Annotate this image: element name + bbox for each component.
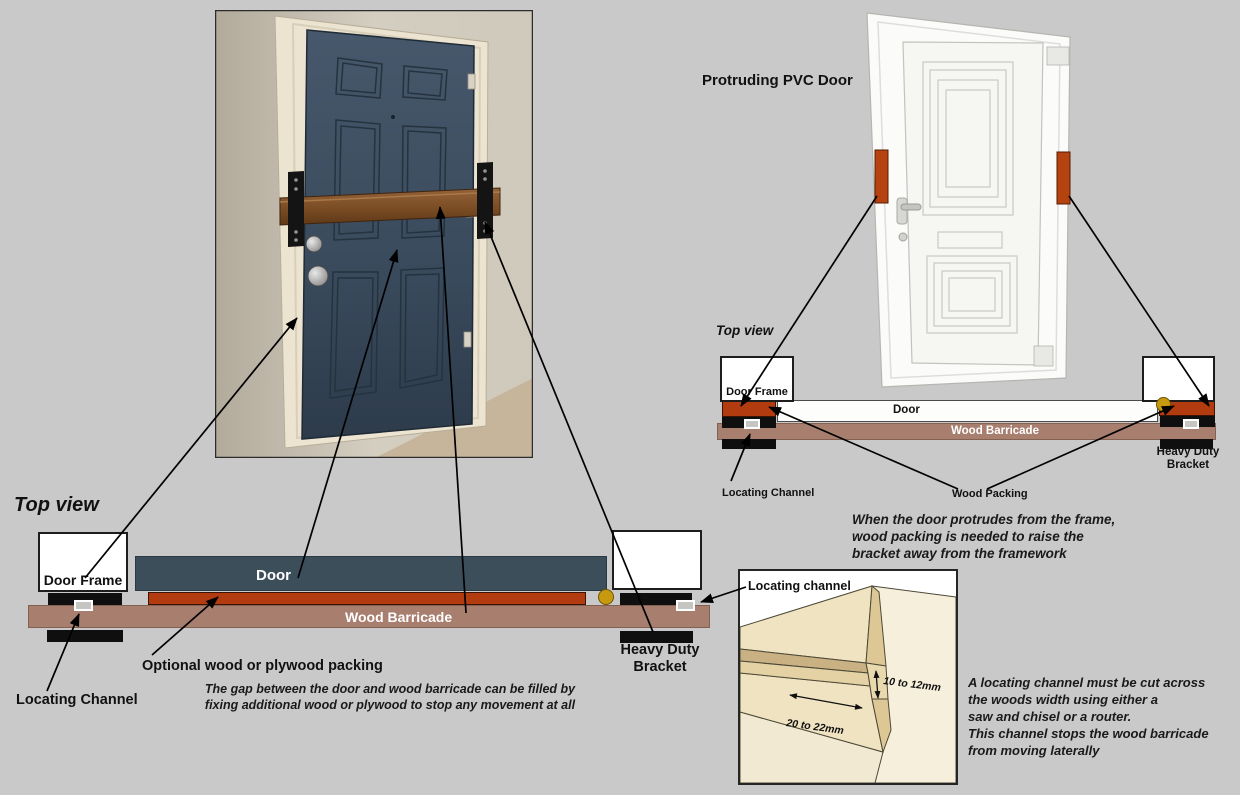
left-optional-packing-bar — [148, 592, 586, 605]
right-coach-bolt — [1156, 397, 1171, 412]
dimension-arrows — [789, 670, 881, 710]
right-door-bar — [777, 400, 1158, 422]
right-locating-channel-notch-left — [744, 419, 760, 429]
left-locating-channel-notch-left — [74, 600, 93, 611]
left-bracket-upper-left — [48, 593, 122, 605]
right-door-frame-box-right — [1142, 356, 1215, 402]
left-wood-barricade-label: Wood Barricade — [345, 609, 453, 625]
board-end-face-bottom — [871, 698, 892, 754]
barricade-brackets-photo — [288, 162, 493, 247]
left-door-bar — [135, 556, 607, 591]
left-door-frame-box-left: Door Frame — [38, 532, 128, 592]
left-locating-channel-label: Locating Channel — [16, 692, 138, 708]
left-door-label: Door — [256, 567, 291, 584]
pvc-section-heading: Protruding PVC Door — [702, 72, 853, 89]
pvc-door-photo — [866, 12, 1071, 388]
right-wood-barricade-label: Wood Barricade — [951, 425, 1039, 437]
peephole — [391, 115, 395, 119]
steel-door-photo — [215, 10, 533, 458]
inset-note: A locating channel must be cut across th… — [968, 675, 1209, 758]
right-wood-packing-label: Wood Packing — [952, 488, 1028, 500]
inset-title: Locating channel — [748, 579, 851, 593]
right-bracket-lower-left — [722, 439, 776, 449]
right-door-frame-label: Door Frame — [726, 386, 788, 398]
deadbolt — [305, 235, 323, 253]
steel-door-slab — [301, 29, 475, 440]
left-topview-title: Top view — [14, 494, 99, 516]
right-door-label: Door — [893, 404, 920, 416]
left-bracket-lower-left — [47, 630, 123, 642]
left-bracket-lower-right — [620, 631, 693, 643]
right-wood-packing-left — [722, 401, 776, 417]
right-topview-title: Top view — [716, 323, 774, 338]
right-locating-channel-label: Locating Channel — [722, 487, 815, 499]
left-locating-channel-notch-right — [676, 600, 695, 611]
left-door-frame-label: Door Frame — [43, 572, 123, 588]
door-knob — [307, 265, 329, 287]
right-diagram-note: When the door protrudes from the frame, … — [852, 512, 1116, 561]
right-locating-channel-notch-right — [1183, 419, 1199, 429]
right-door-frame-box-left: Door Frame — [720, 356, 794, 402]
wood-packing-strip-right — [1056, 151, 1071, 205]
left-heavy-duty-bracket-label: Heavy Duty Bracket — [620, 642, 700, 675]
locating-channel-drawing: 20 to 22mm 10 to 12mm — [740, 584, 956, 783]
pvc-handle — [896, 197, 922, 242]
pvc-door-panels — [922, 61, 1018, 334]
right-bracket-lower-right — [1160, 439, 1213, 449]
pvc-frame-molding — [877, 21, 1061, 379]
left-diagram-note: The gap between the door and wood barric… — [204, 682, 576, 712]
locating-channel-inset: 20 to 22mm 10 to 12mm Locating channel — [738, 569, 958, 785]
left-coach-bolt — [598, 589, 614, 605]
left-door-frame-box-right — [612, 530, 702, 590]
right-heavy-duty-bracket-label: Heavy Duty Bracket — [1156, 446, 1220, 471]
pvc-hinges — [1033, 46, 1070, 367]
bar-highlight — [279, 191, 501, 203]
left-optional-packing-label: Optional wood or plywood packing — [142, 658, 383, 674]
wood-packing-strip-left — [874, 149, 889, 204]
